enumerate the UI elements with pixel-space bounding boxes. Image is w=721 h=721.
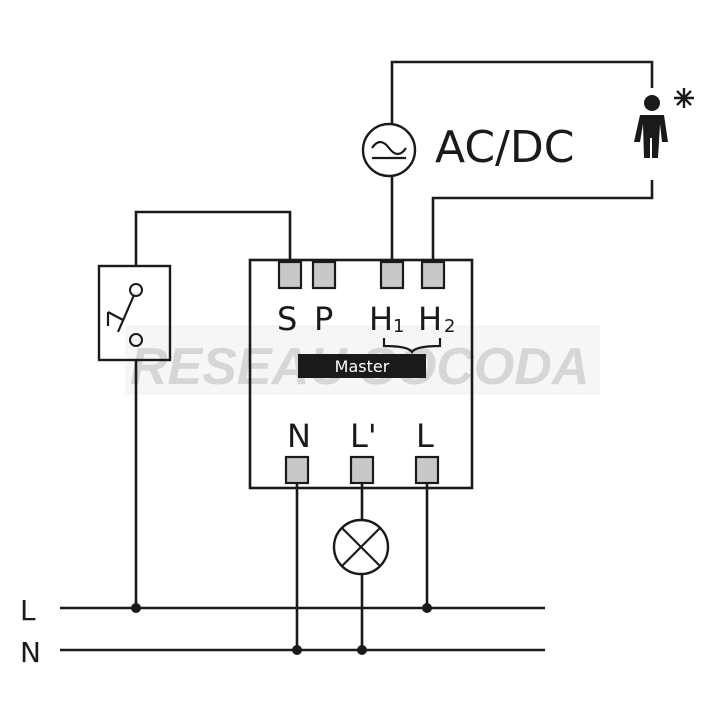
terminal-label-lprime: L' xyxy=(350,417,377,455)
terminal-h1 xyxy=(379,260,405,290)
source-label: AC/DC xyxy=(435,122,574,173)
terminal-label-h2-sub: 2 xyxy=(444,316,455,337)
terminal-label-p: P xyxy=(314,300,333,338)
wire-source-to-detector xyxy=(390,60,654,124)
bus-label-n: N xyxy=(20,636,41,669)
terminal-label-h1: H xyxy=(369,300,393,338)
wire-s-to-button xyxy=(134,210,292,266)
module-label: Master xyxy=(335,357,390,376)
terminal-n xyxy=(284,455,310,485)
junction-dot xyxy=(422,603,432,613)
module-label-bar xyxy=(298,354,426,378)
presence-detector-icon xyxy=(634,88,694,158)
lamp-icon xyxy=(332,518,390,576)
wire-h2-to-detector xyxy=(431,180,654,262)
terminal-h2 xyxy=(420,260,446,290)
h-bracket xyxy=(382,338,442,354)
terminal-label-h2: H xyxy=(418,300,442,338)
junction-dot xyxy=(357,645,367,655)
junction-dot xyxy=(131,603,141,613)
terminal-label-h1-sub: 1 xyxy=(393,316,404,337)
terminal-label-l: L xyxy=(416,417,434,455)
terminal-lprime xyxy=(349,455,375,485)
terminal-l xyxy=(414,455,440,485)
terminal-label-n: N xyxy=(287,417,311,455)
terminal-label-s: S xyxy=(277,300,297,338)
terminal-s xyxy=(277,260,303,290)
push-button-icon xyxy=(97,264,172,362)
ac-dc-source-icon xyxy=(361,122,417,178)
junction-dot xyxy=(292,645,302,655)
bus-label-l: L xyxy=(20,594,36,627)
terminal-p xyxy=(311,260,337,290)
